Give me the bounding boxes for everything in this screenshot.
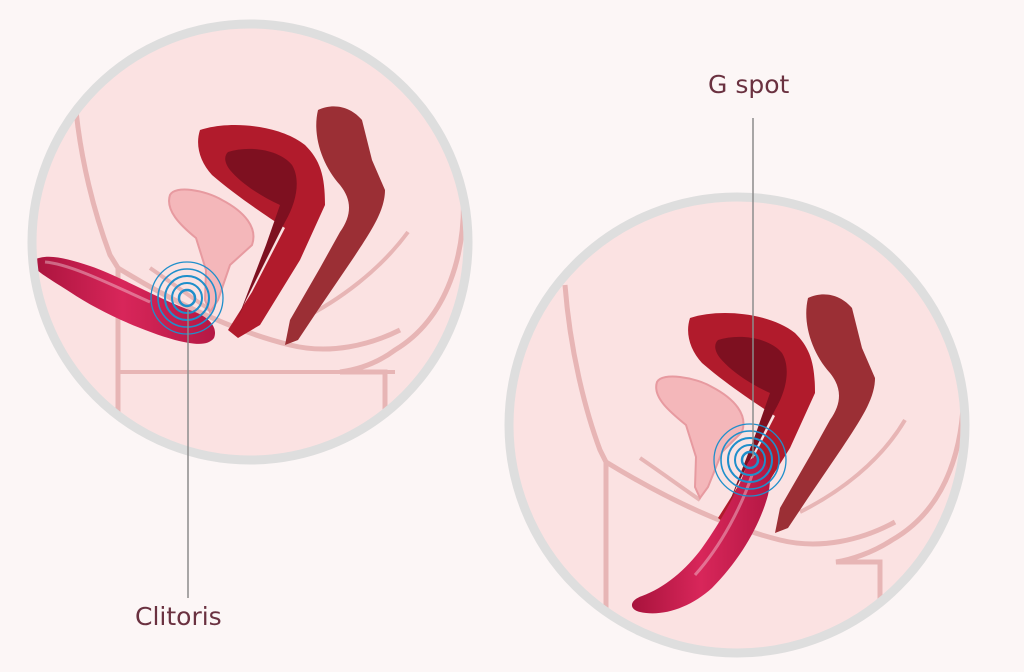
right-body-outline [562,284,609,653]
left-device [32,256,215,344]
right-bladder [655,375,745,500]
left-uterus-inner [225,148,297,318]
clitoris-label: Clitoris [135,602,222,631]
right-device [631,457,770,614]
right-panel-g-spot [504,192,970,658]
left-perineum-outline [116,265,402,352]
g-spot-label: G spot [708,70,790,99]
right-inner-fold [799,418,907,514]
right-vibration-rings-icon [713,423,787,497]
right-perineum-outline [604,459,897,547]
left-bladder [168,188,255,315]
right-labia-line [638,456,702,502]
right-device-highlight [693,474,754,577]
right-rectum [775,294,875,533]
left-rectum [285,106,385,345]
right-circle-ring [504,192,970,658]
left-circle-ring [27,19,473,465]
right-uterus-inner [715,336,787,506]
left-vibration-rings-icon [150,261,224,335]
left-device-highlight [44,260,151,304]
left-panel-clitoris [27,19,473,465]
left-body-outline [72,99,121,460]
